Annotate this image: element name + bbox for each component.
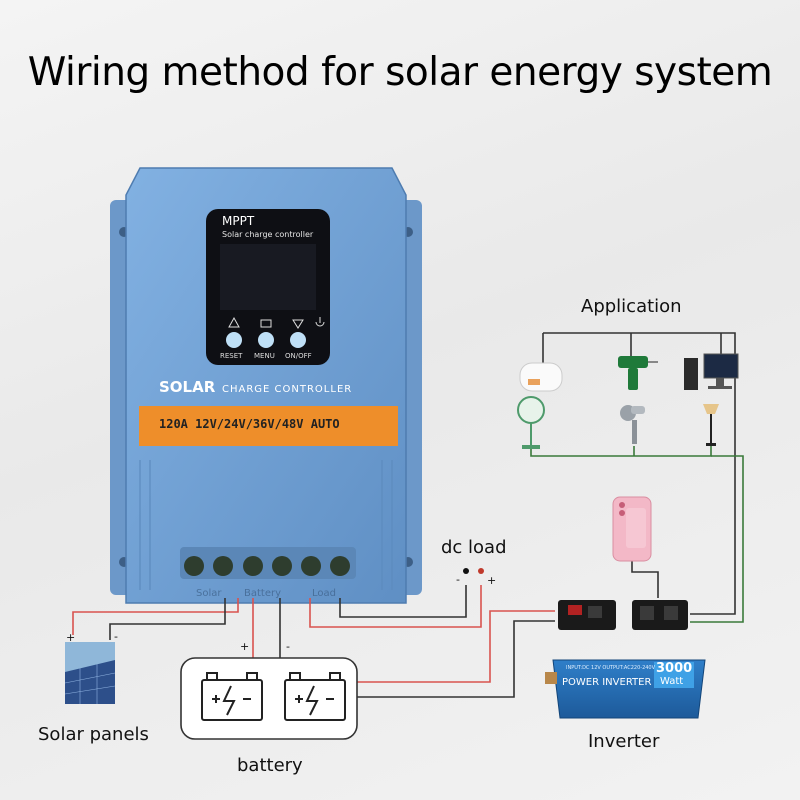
spec-label: 120A 12V/24V/36V/48V AUTO <box>159 417 340 431</box>
inverter-device <box>545 600 706 719</box>
control-buttons <box>226 316 325 348</box>
inverter-fine-print: INPUT:DC 12V OUTPUT:AC220-240V <box>566 665 656 671</box>
solar-wordmark: SOLAR <box>159 378 216 396</box>
terminal-block <box>180 547 356 579</box>
dc-load-label: dc load <box>441 537 507 558</box>
terminal-1 <box>184 556 204 576</box>
reset-button <box>226 332 242 348</box>
inverter-name: POWER INVERTER <box>562 677 652 688</box>
battery-label: battery <box>237 755 303 776</box>
dc-load-connector <box>463 568 484 574</box>
spec-band <box>139 406 398 446</box>
onoff-button <box>290 332 306 348</box>
menu-label: MENU <box>254 352 275 360</box>
battery-box <box>180 657 358 740</box>
inverter-unit: Watt <box>660 676 684 687</box>
charge-controller-wordmark: CHARGE CONTROLLER <box>222 384 353 395</box>
inverter-label: Inverter <box>588 731 660 752</box>
drill-icon <box>618 356 658 390</box>
rice-cooker-icon <box>519 362 563 392</box>
battery-wires <box>252 598 281 662</box>
solar-plus-sign: + <box>66 631 76 644</box>
terminal-4 <box>272 556 292 576</box>
battery-plus-sign: + <box>240 640 250 653</box>
load-wires <box>309 585 482 628</box>
menu-button <box>258 332 274 348</box>
desktop-computer-icon <box>684 353 739 390</box>
load-minus-sign: - <box>456 573 460 586</box>
battery-icon-2 <box>284 672 346 721</box>
smartphone-icon <box>612 496 652 562</box>
reset-label: RESET <box>220 352 243 360</box>
terminal-label-load: Load <box>312 588 336 599</box>
controller-body <box>125 167 407 604</box>
solar-minus-sign: - <box>114 630 118 643</box>
application-wires <box>530 332 744 623</box>
hair-dryer-icon <box>620 405 645 444</box>
battery-minus-sign: - <box>286 640 290 653</box>
solar-panels-label: Solar panels <box>38 724 149 745</box>
application-label: Application <box>581 296 682 317</box>
terminal-label-solar: Solar <box>196 588 222 599</box>
fan-icon <box>517 396 545 449</box>
terminal-2 <box>213 556 233 576</box>
battery-icon-1 <box>201 672 263 721</box>
inverter-wires <box>357 610 555 698</box>
floor-lamp-icon <box>703 404 719 446</box>
page-title: Wiring method for solar energy system <box>27 50 773 95</box>
onoff-label: ON/OFF <box>285 352 312 360</box>
terminal-6 <box>330 556 350 576</box>
terminal-3 <box>243 556 263 576</box>
controller-subtitle: Solar charge controller <box>222 230 314 239</box>
load-plus-sign: + <box>487 574 497 587</box>
solar-wires <box>72 598 239 640</box>
solar-panel-image <box>64 642 116 704</box>
terminal-label-battery: Battery <box>244 588 282 599</box>
terminal-5 <box>301 556 321 576</box>
inverter-power: 3000 <box>656 661 693 676</box>
controller-brand: MPPT <box>222 214 255 228</box>
